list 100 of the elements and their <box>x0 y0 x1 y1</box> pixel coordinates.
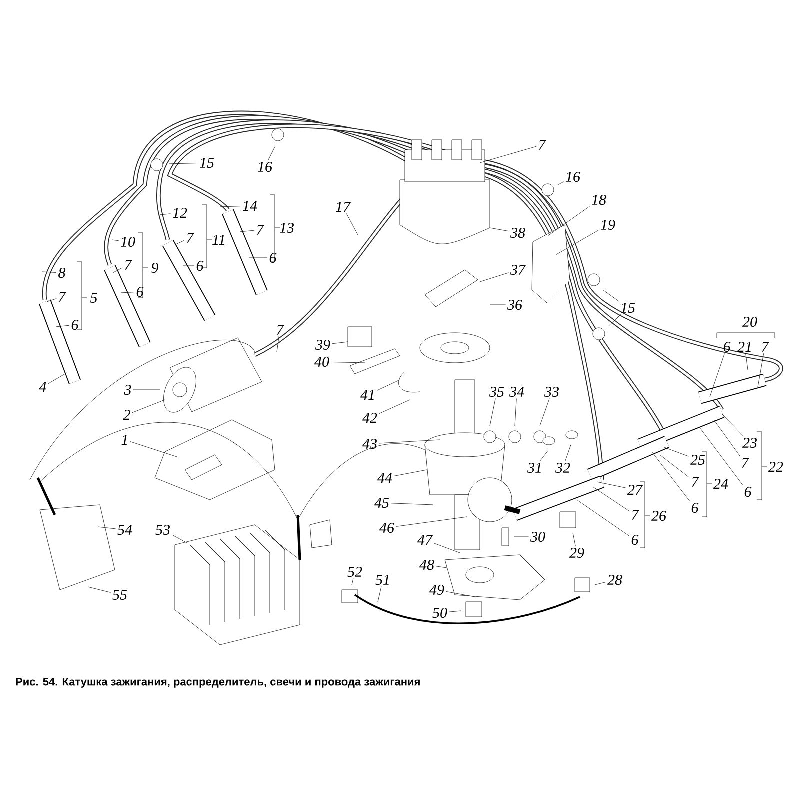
leader-line <box>434 543 460 554</box>
callout-number: 25 <box>690 454 706 466</box>
leader-line <box>352 578 354 586</box>
leader-line <box>565 444 572 462</box>
leader-line <box>396 516 468 527</box>
callout-number: 7 <box>187 233 194 243</box>
callout-number: 6 <box>632 534 639 546</box>
callout-number: 15 <box>200 158 214 168</box>
leader-line <box>56 325 70 328</box>
leader-line <box>449 610 462 612</box>
leader-line <box>132 400 166 414</box>
leader-line <box>331 362 366 364</box>
leader-line <box>660 454 690 478</box>
callout-number: 23 <box>742 438 757 448</box>
leader-line <box>332 342 348 344</box>
callout-number: 6 <box>270 252 277 264</box>
leader-line <box>758 353 764 388</box>
leader-line <box>480 272 509 282</box>
callout-number: 7 <box>59 292 66 302</box>
leader-line <box>377 380 400 391</box>
leader-line <box>514 536 529 538</box>
leader-line <box>576 500 630 536</box>
callout-number: 24 <box>714 479 728 489</box>
leader-line <box>48 372 68 384</box>
leader-line <box>490 398 496 426</box>
callout-number: 6 <box>692 502 699 514</box>
callout-number: 6 <box>136 286 144 298</box>
leader-line <box>594 582 606 586</box>
leader-line <box>556 230 599 256</box>
leader-line <box>220 206 241 208</box>
callout-number: 7 <box>125 260 132 270</box>
callout-number: 7 <box>277 325 284 335</box>
leader-line <box>98 526 116 530</box>
leader-line <box>172 534 188 544</box>
leader-line <box>240 230 255 232</box>
callout-number: 5 <box>90 293 98 303</box>
callout-number: 7 <box>632 510 640 520</box>
callout-number: 13 <box>280 222 294 234</box>
callout-number: 34 <box>510 386 524 398</box>
leader-line <box>379 440 440 444</box>
callout-number: 4 <box>39 382 46 392</box>
leader-line <box>346 213 358 236</box>
callout-number: 15 <box>621 302 636 314</box>
leader-line <box>112 268 123 274</box>
leader-line <box>168 163 198 164</box>
leader-line <box>714 420 740 457</box>
callout-number: 7 <box>692 477 700 487</box>
callout-number: 6 <box>744 486 752 498</box>
leader-line <box>700 428 744 486</box>
callout-number: 18 <box>592 194 606 206</box>
leader-line <box>46 298 57 302</box>
leader-line <box>746 353 748 370</box>
callout-number: 14 <box>243 201 258 211</box>
callout-number: 27 <box>628 485 644 495</box>
leader-line <box>662 446 689 457</box>
callout-number: 28 <box>608 574 622 586</box>
callout-number: 41 <box>360 390 374 400</box>
callout-number: 1 <box>122 435 128 445</box>
leader-line <box>268 146 276 160</box>
leader-line <box>394 470 428 476</box>
callout-number: 32 <box>556 462 570 474</box>
leader-line <box>378 586 382 602</box>
callout-number: 6 <box>72 320 79 330</box>
leader-line <box>160 214 171 216</box>
leader-line <box>548 206 590 236</box>
callout-number: 50 <box>432 608 448 618</box>
callout-number: 7 <box>257 225 264 235</box>
callout-number: 38 <box>510 228 526 238</box>
callout-number: 35 <box>490 386 504 398</box>
callout-number: 39 <box>316 340 330 350</box>
leader-line <box>596 482 626 488</box>
leader-line <box>602 290 619 302</box>
callout-number: 46 <box>380 522 394 534</box>
callout-number: 52 <box>348 566 362 578</box>
leader-line <box>446 592 476 598</box>
callout-number: 37 <box>510 264 526 276</box>
callout-number: 3 <box>124 384 132 396</box>
callout-number: 22 <box>768 462 784 472</box>
callout-number: 53 <box>156 524 170 536</box>
callout-number: 2 <box>123 410 130 420</box>
callout-number: 16 <box>258 162 272 172</box>
callout-number: 16 <box>566 172 580 182</box>
leader-line <box>652 452 690 502</box>
callout-number: 7 <box>539 140 546 150</box>
leader-line <box>112 240 119 242</box>
leader-line <box>540 450 548 462</box>
callout-number: 43 <box>362 438 377 450</box>
leader-line <box>174 240 185 246</box>
leader-line <box>558 182 564 186</box>
callout-number: 40 <box>314 356 330 368</box>
callout-number: 9 <box>152 262 159 274</box>
callout-number: 29 <box>570 548 584 558</box>
leader-line <box>130 442 178 458</box>
callout-number: 47 <box>418 535 434 545</box>
callout-number: 48 <box>420 560 434 570</box>
callout-number: 10 <box>121 236 136 248</box>
leader-line <box>490 228 509 232</box>
callout-number: 6 <box>196 260 204 272</box>
callout-number: 31 <box>528 462 541 474</box>
callout-number: 44 <box>378 473 392 483</box>
